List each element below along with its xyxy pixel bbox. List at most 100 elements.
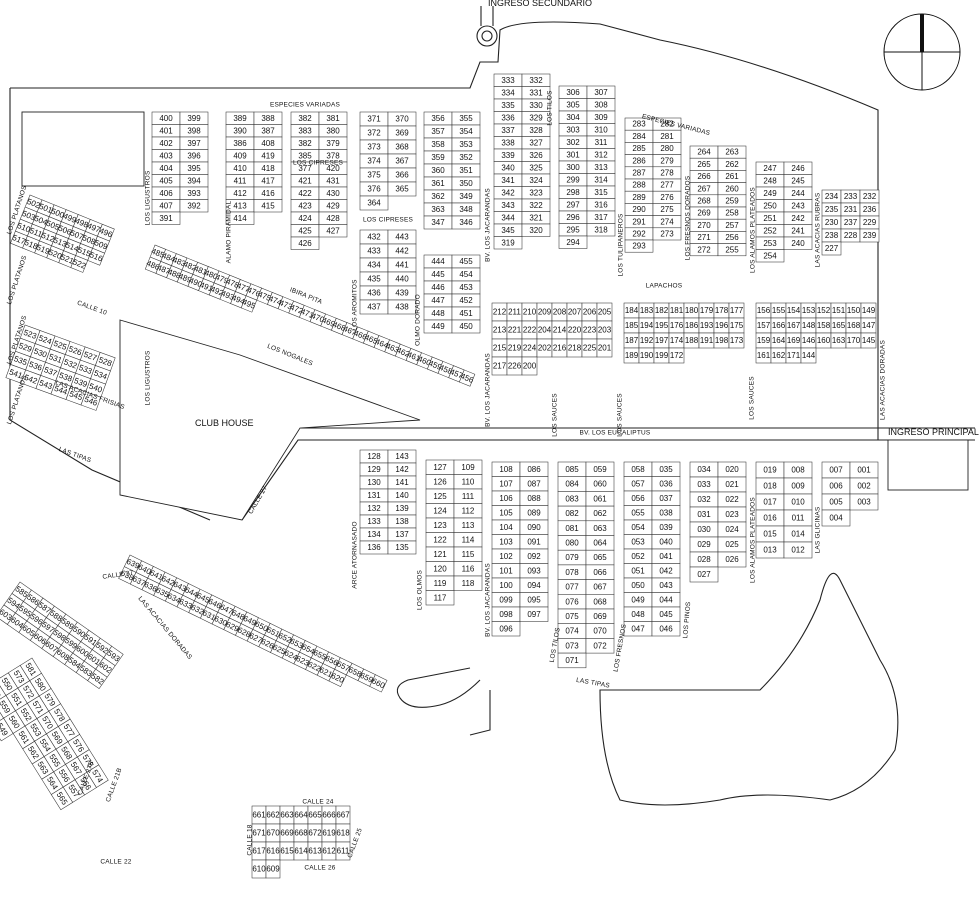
lot-parcel[interactable]: 217 [491,356,508,376]
lot-parcel[interactable]: 246 [783,161,813,175]
lot-parcel[interactable]: 490 [187,273,205,292]
lot-parcel[interactable]: 102 [491,548,521,564]
lot-parcel[interactable]: 072 [585,638,615,654]
lot-parcel[interactable]: 057 [623,476,653,492]
lot-parcel[interactable]: 179 [698,302,715,319]
lot-parcel[interactable]: 172 [668,347,685,364]
lot-parcel[interactable]: 001 [849,461,879,479]
lot-parcel[interactable]: 295 [558,223,588,237]
lot-parcel[interactable]: 273 [652,227,682,241]
lot-parcel[interactable]: 281 [652,129,682,143]
lot-parcel[interactable]: 324 [521,173,551,187]
lot-parcel[interactable]: 578 [48,703,71,727]
lot-parcel[interactable]: 087 [519,476,549,492]
lot-parcel[interactable]: 277 [652,178,682,192]
lot-parcel[interactable]: 106 [491,490,521,506]
lot-parcel[interactable]: 134 [359,527,389,542]
lot-parcel[interactable]: 227 [821,241,842,256]
lot-parcel[interactable]: 229 [859,215,880,230]
lot-parcel[interactable]: 145 [860,332,877,349]
lot-parcel[interactable]: 460 [416,352,434,370]
lot-parcel[interactable]: 404 [151,161,181,175]
lot-parcel[interactable]: 664 [293,805,309,825]
lot-parcel[interactable]: 098 [491,606,521,622]
lot-parcel[interactable]: 022 [717,491,747,508]
lot-parcel[interactable]: 206 [581,302,598,322]
lot-parcel[interactable]: 449 [423,319,453,334]
lot-parcel[interactable]: 190 [638,347,655,364]
lot-parcel[interactable]: 388 [253,111,283,125]
lot-parcel[interactable]: 032 [689,491,719,508]
lot-parcel[interactable]: 410 [225,161,255,175]
lot-parcel[interactable]: 028 [689,551,719,568]
lot-parcel[interactable]: 419 [253,149,283,163]
lot-parcel[interactable]: 242 [783,211,813,225]
lot-parcel[interactable]: 508 [80,231,98,249]
lot-parcel[interactable]: 510 [15,218,33,237]
lot-parcel[interactable]: 581 [19,657,42,682]
lot-parcel[interactable]: 252 [755,224,785,238]
lot-parcel[interactable]: 326 [521,148,551,162]
lot-parcel[interactable]: 215 [491,338,508,358]
lot-parcel[interactable]: 207 [566,302,583,322]
lot-parcel[interactable]: 448 [423,306,453,321]
lot-parcel[interactable]: 085 [557,461,587,477]
lot-parcel[interactable]: 562 [22,740,45,765]
lot-parcel[interactable]: 116 [453,561,483,577]
lot-parcel[interactable]: 223 [581,320,598,340]
lot-parcel[interactable]: 151 [830,302,847,319]
lot-parcel[interactable]: 257 [717,218,747,232]
lot-parcel[interactable]: 647 [217,600,236,619]
lot-parcel[interactable]: 176 [668,317,685,334]
lot-parcel[interactable]: 074 [557,623,587,639]
lot-parcel[interactable]: 031 [689,506,719,523]
lot-parcel[interactable]: 472 [288,300,306,318]
lot-parcel[interactable]: 668 [293,823,309,843]
lot-parcel[interactable]: 634 [164,589,184,608]
lot-parcel[interactable]: 446 [423,280,453,295]
lot-parcel[interactable]: 026 [717,551,747,568]
lot-parcel[interactable]: 624 [281,646,300,665]
lot-parcel[interactable]: 136 [359,540,389,555]
lot-parcel[interactable]: 640 [135,560,154,579]
lot-parcel[interactable]: 165 [830,317,847,334]
lot-parcel[interactable]: 532 [60,354,81,374]
lot-parcel[interactable]: 535 [10,350,31,371]
lot-parcel[interactable]: 436 [359,285,389,301]
lot-parcel[interactable]: 494 [230,291,248,309]
lot-parcel[interactable]: 618 [335,823,351,843]
lot-parcel[interactable]: 539 [70,372,91,393]
lot-parcel[interactable]: 157 [755,317,772,334]
lot-parcel[interactable]: 482 [181,257,199,275]
lot-parcel[interactable]: 191 [698,332,715,349]
lot-parcel[interactable]: 572 [17,680,40,704]
lot-parcel[interactable]: 309 [586,110,616,124]
lot-parcel[interactable]: 096 [491,621,521,637]
lot-parcel[interactable]: 021 [717,476,747,493]
lot-parcel[interactable]: 129 [359,462,389,477]
lot-parcel[interactable]: 114 [453,532,483,548]
lot-parcel[interactable]: 451 [451,306,481,321]
lot-parcel[interactable]: 523 [19,324,41,344]
lot-parcel[interactable]: 297 [558,198,588,212]
lot-parcel[interactable]: 303 [558,123,588,137]
lot-parcel[interactable]: 501 [36,199,55,218]
lot-parcel[interactable]: 005 [821,493,851,511]
lot-parcel[interactable]: 416 [253,186,283,200]
lot-parcel[interactable]: 395 [179,161,209,175]
lot-parcel[interactable]: 648 [229,605,248,625]
lot-parcel[interactable]: 461 [405,348,423,366]
lot-parcel[interactable]: 609 [265,859,281,879]
lot-parcel[interactable]: 313 [586,160,616,174]
lot-parcel[interactable]: 147 [860,317,877,334]
lot-parcel[interactable]: 118 [453,575,483,591]
lot-parcel[interactable]: 091 [519,534,549,550]
lot-parcel[interactable]: 187 [623,332,640,349]
lot-parcel[interactable]: 125 [425,488,455,504]
lot-parcel[interactable]: 132 [359,501,389,516]
lot-parcel[interactable]: 047 [623,621,653,637]
lot-parcel[interactable]: 291 [624,215,654,229]
lot-parcel[interactable]: 483 [171,253,189,271]
lot-parcel[interactable]: 365 [387,181,417,197]
lot-parcel[interactable]: 396 [179,149,209,163]
